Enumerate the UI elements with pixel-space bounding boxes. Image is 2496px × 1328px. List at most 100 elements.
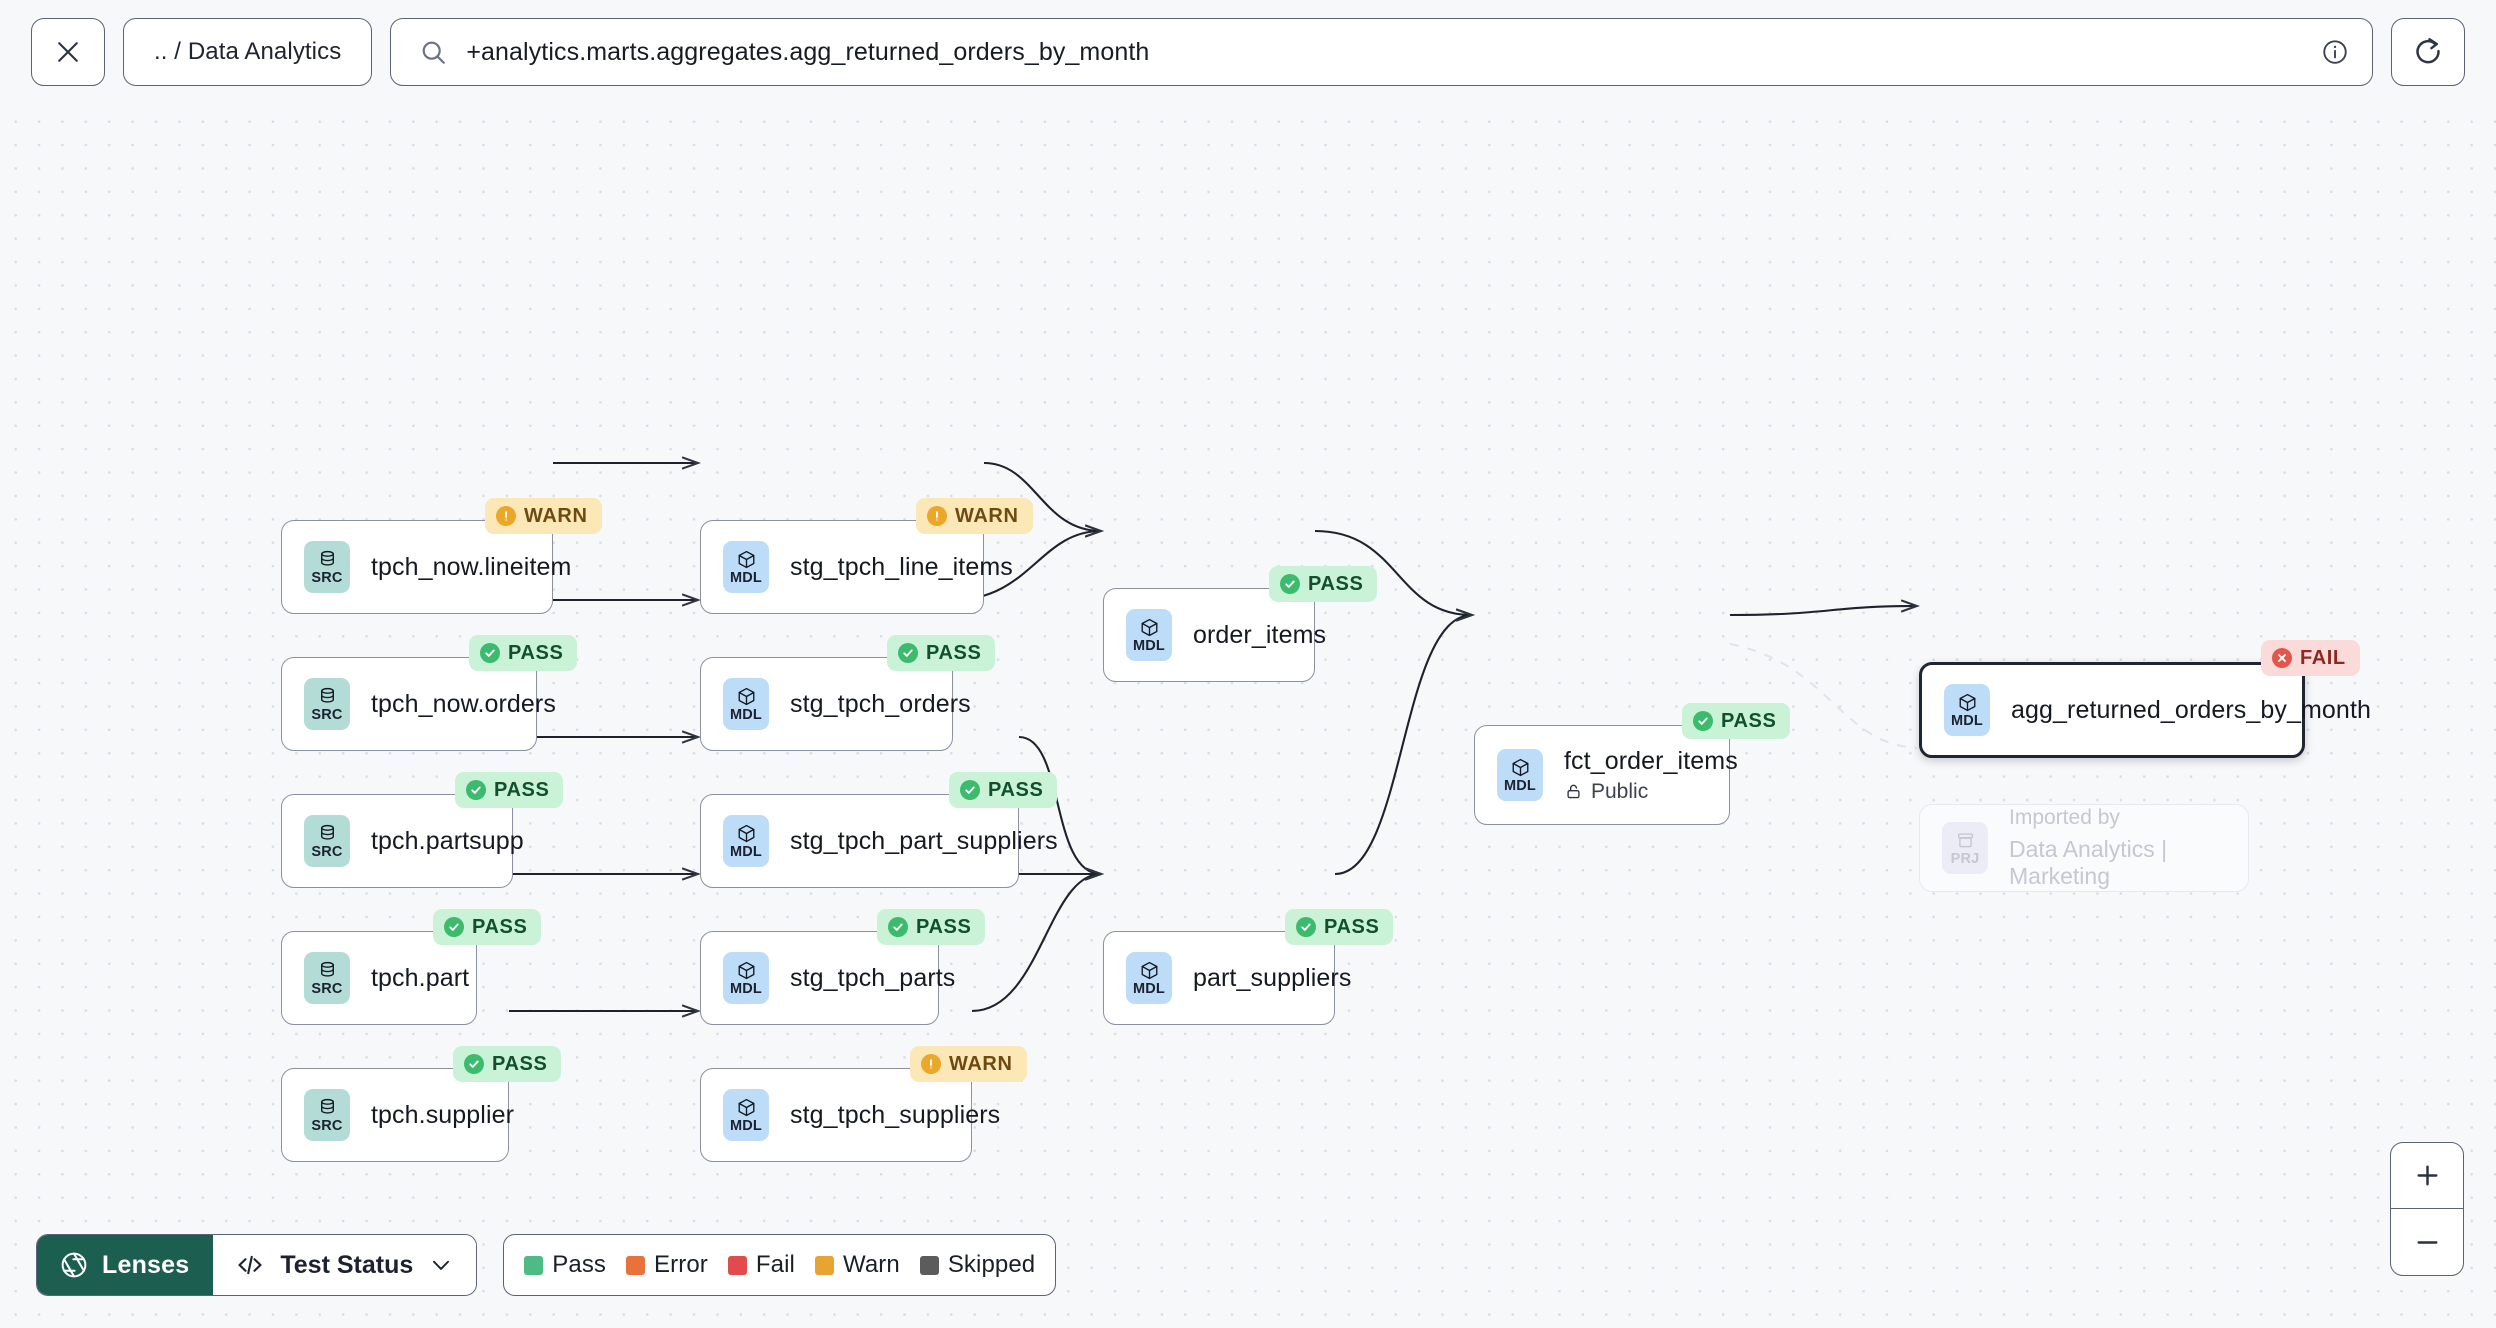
cube-icon <box>1512 758 1528 776</box>
lineage-canvas[interactable]: SRC tpch_now.lineitem WARN SRC tpch_now.… <box>0 104 2496 1328</box>
graph-node-tpch_partsupp[interactable]: SRC tpch.partsupp <box>281 794 524 888</box>
unlock-icon <box>1567 785 1580 799</box>
breadcrumb[interactable]: .. / Data Analytics <box>123 18 373 86</box>
node-body: tpch.partsupp <box>371 826 524 856</box>
check-circle-icon <box>1280 574 1300 594</box>
graph-node-imported-by-project[interactable]: PRJ Imported by Data Analytics | Marketi… <box>1919 804 2249 892</box>
node-title: tpch_now.lineitem <box>371 552 572 581</box>
status-badge-warn[interactable]: WARN <box>916 498 1033 534</box>
legend-label: Pass <box>552 1251 607 1278</box>
status-badge-label: PASS <box>1308 572 1364 595</box>
cube-icon <box>738 824 754 842</box>
refresh-button[interactable] <box>2391 18 2465 86</box>
status-badge-pass[interactable]: PASS <box>1269 566 1378 602</box>
search-box[interactable]: +analytics.marts.aggregates.agg_returned… <box>390 18 2373 86</box>
zoom-out-button[interactable] <box>2391 1209 2463 1275</box>
check-circle-icon <box>466 780 486 800</box>
status-badge-pass[interactable]: PASS <box>877 909 986 945</box>
status-badge-pass[interactable]: PASS <box>887 635 996 671</box>
alert-icon <box>927 506 947 526</box>
cube-icon <box>738 687 754 705</box>
top-toolbar: .. / Data Analytics +analytics.marts.agg… <box>0 0 2496 104</box>
status-badge-label: PASS <box>472 915 528 938</box>
check-circle-icon <box>1296 917 1316 937</box>
legend-swatch <box>626 1255 646 1275</box>
node-type-badge-mdl: MDL <box>1944 684 1990 736</box>
node-title: tpch.supplier <box>371 1100 515 1129</box>
legend-swatch <box>814 1255 834 1275</box>
legend-item-error[interactable]: Error <box>626 1251 708 1279</box>
status-badge-pass[interactable]: PASS <box>1285 909 1394 945</box>
archive-icon <box>1957 833 1973 848</box>
node-type-badge-mdl: MDL <box>723 952 769 1004</box>
cube-icon <box>738 961 754 979</box>
info-circle-icon[interactable] <box>2320 37 2350 67</box>
legend-swatch <box>727 1255 747 1275</box>
check-circle-icon <box>464 1054 484 1074</box>
node-type-badge-mdl: MDL <box>723 541 769 593</box>
node-body: order_items <box>1193 621 1326 650</box>
legend-label: Warn <box>842 1251 900 1278</box>
status-badge-pass[interactable]: PASS <box>433 909 542 945</box>
legend-label: Error <box>654 1251 708 1278</box>
bottom-toolbar: Lenses Test Status Pass Error Fail W <box>36 1234 1057 1296</box>
graph-node-fct_order_items[interactable]: MDL fct_order_items Public <box>1474 725 1738 825</box>
graph-node-tpch_now_orders[interactable]: SRC tpch_now.orders <box>281 657 556 751</box>
graph-node-order_items[interactable]: MDL order_items <box>1103 588 1326 682</box>
close-button[interactable] <box>31 18 105 86</box>
node-type-badge-mdl: MDL <box>1126 952 1172 1004</box>
lenses-button[interactable]: Lenses <box>37 1235 214 1295</box>
node-body: stg_tpch_orders <box>790 690 971 719</box>
graph-node-stg_tpch_part_suppliers[interactable]: MDL stg_tpch_part_suppliers <box>700 794 1058 888</box>
lens-control-group: Lenses Test Status <box>36 1234 478 1296</box>
status-badge-label: WARN <box>524 504 588 527</box>
chevron-down-icon <box>433 1260 450 1270</box>
legend-item-skipped[interactable]: Skipped <box>919 1251 1036 1279</box>
graph-node-tpch_part[interactable]: SRC tpch.part <box>281 931 477 1025</box>
node-body: tpch.supplier <box>371 1100 515 1130</box>
status-badge-pass[interactable]: PASS <box>949 772 1058 808</box>
legend-item-warn[interactable]: Warn <box>814 1251 900 1279</box>
lenses-label: Lenses <box>102 1250 190 1279</box>
node-title: part_suppliers <box>1193 963 1352 992</box>
status-badge-pass[interactable]: PASS <box>1682 703 1791 739</box>
status-badge-pass[interactable]: PASS <box>469 635 578 671</box>
status-badge-pass[interactable]: PASS <box>453 1046 562 1082</box>
legend-item-fail[interactable]: Fail <box>727 1251 795 1279</box>
graph-node-stg_tpch_orders[interactable]: MDL stg_tpch_orders <box>700 657 971 751</box>
graph-node-stg_tpch_suppliers[interactable]: MDL stg_tpch_suppliers <box>700 1068 1000 1162</box>
node-title: tpch.partsupp <box>371 826 524 855</box>
node-title: tpch.part <box>371 963 470 992</box>
graph-node-tpch_now_lineitem[interactable]: SRC tpch_now.lineitem <box>281 520 572 614</box>
zoom-in-button[interactable] <box>2391 1143 2463 1209</box>
status-badge-warn[interactable]: WARN <box>485 498 602 534</box>
check-circle-icon <box>444 917 464 937</box>
graph-node-part_suppliers[interactable]: MDL part_suppliers <box>1103 931 1352 1025</box>
check-circle-icon <box>1693 711 1713 731</box>
graph-node-stg_tpch_parts[interactable]: MDL stg_tpch_parts <box>700 931 955 1025</box>
legend-label: Skipped <box>947 1251 1036 1278</box>
search-icon <box>422 41 446 64</box>
node-body: stg_tpch_parts <box>790 964 955 993</box>
node-body: part_suppliers <box>1193 963 1352 993</box>
node-body: Imported by Data Analytics | Marketing <box>2009 805 2248 890</box>
status-badge-warn[interactable]: WARN <box>910 1046 1027 1082</box>
node-title: stg_tpch_line_items <box>790 552 1013 581</box>
status-badge-pass[interactable]: PASS <box>455 772 564 808</box>
node-body: tpch_now.lineitem <box>371 552 572 582</box>
minus-icon <box>2416 1240 2438 1244</box>
status-badge-fail[interactable]: FAIL <box>2261 640 2360 676</box>
graph-node-agg_returned_orders_by_month[interactable]: MDL agg_returned_orders_by_month <box>1919 662 2371 758</box>
test-status-dropdown[interactable]: Test Status <box>213 1235 477 1295</box>
graph-node-stg_tpch_line_items[interactable]: MDL stg_tpch_line_items <box>700 520 1013 614</box>
search-input[interactable]: +analytics.marts.aggregates.agg_returned… <box>466 37 1150 66</box>
database-icon <box>320 1098 334 1114</box>
graph-node-tpch_supplier[interactable]: SRC tpch.supplier <box>281 1068 515 1162</box>
status-badge-label: PASS <box>1721 709 1777 732</box>
legend-item-pass[interactable]: Pass <box>524 1251 606 1279</box>
imported-by-project-name: Data Analytics | Marketing <box>2009 835 2168 890</box>
alert-icon <box>496 506 516 526</box>
zoom-controls <box>2390 1142 2464 1276</box>
node-title: fct_order_items <box>1564 746 1738 775</box>
legend-label: Fail <box>755 1251 795 1278</box>
